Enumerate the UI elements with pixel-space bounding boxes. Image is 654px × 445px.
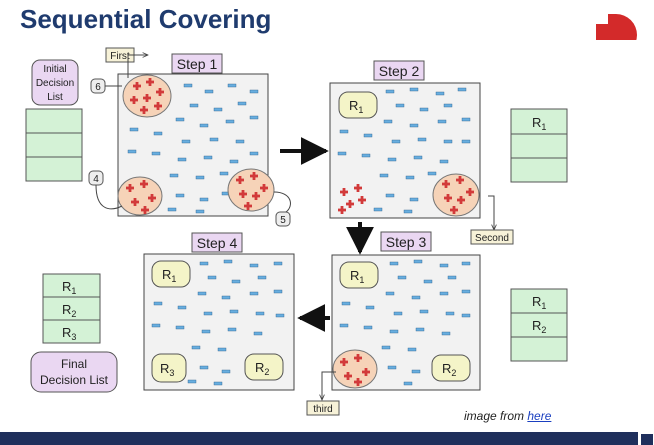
credit-link[interactable]: here [527, 409, 552, 423]
step2-rule-r1 [338, 91, 378, 119]
final-r1-sub: 1 [71, 286, 76, 296]
step4-r2-sub: 2 [264, 367, 269, 377]
svg-text:R1: R1 [62, 279, 76, 296]
callout-third: third [313, 404, 332, 415]
svg-text:R2: R2 [255, 360, 269, 377]
step2-r1-base: R [349, 98, 358, 113]
svg-text:R1: R1 [532, 115, 546, 132]
initial-list-label-line2: Decision [36, 78, 74, 89]
final-list-label-box [30, 351, 118, 393]
list3-r2-base: R [532, 318, 541, 333]
step1-label: Step 1 [177, 56, 218, 72]
page-title: Sequential Covering [20, 4, 272, 34]
final-r1-base: R [62, 279, 71, 294]
step2-minus-points [337, 87, 471, 214]
step3-minus-points [339, 259, 471, 386]
initial-list-label-line1: Initial [43, 64, 66, 75]
final-r3-base: R [62, 325, 71, 340]
image-credit: image from here [464, 409, 551, 423]
decision-list-step3 [510, 288, 568, 362]
step1-minus-points [127, 83, 259, 214]
step4-rule-r1 [151, 260, 191, 288]
step2-r1-sub: 1 [358, 105, 363, 115]
callout-second-box [470, 229, 514, 245]
initial-list-label-box [31, 59, 79, 106]
step4-r3-sub: 3 [169, 368, 174, 378]
step3-label-box [380, 231, 432, 252]
step4-label: Step 4 [197, 235, 238, 251]
svg-text:R2: R2 [62, 302, 76, 319]
step4-r3-base: R [160, 361, 169, 376]
step4-label-box [191, 232, 243, 253]
step3-r2-sub: 2 [451, 368, 456, 378]
step4-minus-points [151, 259, 285, 386]
step3-label: Step 3 [386, 234, 427, 250]
step2-label-box [373, 60, 425, 81]
step1-label-box [171, 53, 223, 74]
sequential-covering-diagram: Initial Decision List Step 1 First 6 4 [25, 47, 568, 416]
svg-text:R1: R1 [350, 268, 364, 285]
svg-text:R3: R3 [62, 325, 76, 342]
callout-second: Second [475, 233, 509, 244]
step3-r1-sub: 1 [359, 275, 364, 285]
footer-square [641, 434, 653, 445]
list3-r1-base: R [532, 294, 541, 309]
svg-text:R1: R1 [349, 98, 363, 115]
credit-prefix: image from [464, 409, 528, 423]
decision-list-step2 [510, 108, 568, 183]
list2-r1-sub: 1 [541, 122, 546, 132]
final-r2-base: R [62, 302, 71, 317]
step4-r2-base: R [255, 360, 264, 375]
list2-r1-base: R [532, 115, 541, 130]
step2-label: Step 2 [379, 63, 420, 79]
step4-rule-r3 [151, 353, 187, 383]
final-list-label-line2: Decision List [40, 373, 109, 387]
footer-bar [0, 432, 654, 445]
step3-rule-r2 [431, 354, 471, 382]
step3-r2-base: R [442, 361, 451, 376]
callout-4: 4 [93, 174, 99, 185]
step4-rule-r2 [244, 353, 284, 381]
diagram-panel: Initial Decision List Step 1 First 6 4 [16, 40, 638, 425]
list3-r1-sub: 1 [541, 301, 546, 311]
svg-text:R1: R1 [532, 294, 546, 311]
svg-text:R3: R3 [160, 361, 174, 378]
svg-text:R1: R1 [162, 267, 176, 284]
list3-r2-sub: 2 [541, 325, 546, 335]
final-decision-list [42, 273, 101, 344]
step3-rule-r1 [339, 261, 379, 289]
final-list-label-line1: Final [61, 357, 87, 371]
step3-r1-base: R [350, 268, 359, 283]
callout-6: 6 [95, 82, 101, 93]
final-r2-sub: 2 [71, 309, 76, 319]
step4-r1-base: R [162, 267, 171, 282]
initial-list-label-line3: List [47, 92, 63, 103]
callout-5: 5 [280, 215, 286, 226]
callout-third-box [306, 400, 340, 416]
callout-5-box [275, 211, 291, 227]
final-r3-sub: 3 [71, 332, 76, 342]
callout-first: First [110, 51, 130, 62]
svg-text:R2: R2 [442, 361, 456, 378]
svg-text:R2: R2 [532, 318, 546, 335]
initial-decision-list [25, 108, 83, 182]
step4-r1-sub: 1 [171, 274, 176, 284]
